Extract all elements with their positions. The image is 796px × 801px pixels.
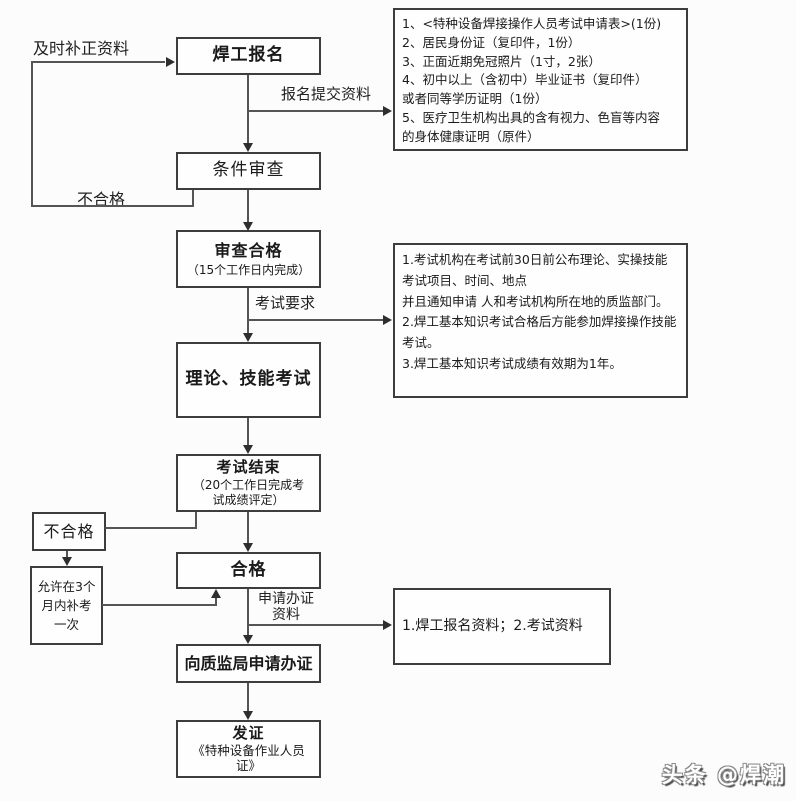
connector-reviewpass-to-note2 [248, 319, 383, 321]
arrowhead-into-condition [243, 143, 253, 152]
connector-examend-failbranch-v [195, 512, 197, 529]
connector-pass-to-apply [247, 589, 249, 637]
note-cert-materials: 1.焊工报名资料；2.考试资料 [393, 588, 611, 665]
box-exam-end: 考试结束 （20个工作日完成考 试成绩评定） [176, 454, 321, 512]
connector-exam-to-examend [247, 418, 249, 447]
arrowhead-into-pass [243, 543, 253, 552]
connector-left-feedback-vertical [31, 61, 33, 207]
connector-reviewpass-to-exam [247, 288, 249, 334]
connector-pass-to-note3 [248, 624, 383, 626]
arrowhead-into-register [166, 57, 175, 67]
box-theory-skill-exam: 理论、技能考试 [176, 342, 321, 418]
box-retake: 允许在3个 月内补考 一次 [30, 566, 103, 645]
box-exam-end-label: 考试结束 [216, 457, 281, 476]
box-theory-skill-exam-label: 理论、技能考试 [185, 369, 312, 390]
label-timely-correction: 及时补正资料 [33, 39, 130, 58]
arrowhead-into-retake [62, 557, 72, 566]
box-fail: 不合格 [32, 512, 106, 551]
connector-register-to-condition [247, 75, 249, 144]
box-issue-certificate: 发证 《特种设备作业人员 证》 [176, 720, 321, 778]
box-condition-review: 条件审查 [176, 152, 321, 190]
arrowhead-retake-up [211, 589, 221, 598]
arrowhead-into-note3 [383, 620, 392, 630]
note-exam-rules: 1.考试机构在考试前30日前公布理论、实操技能 考试项目、时间、地点 并且通知申… [393, 243, 688, 398]
connector-examend-to-pass [247, 512, 249, 544]
arrowhead-into-exam [243, 333, 253, 342]
arrowhead-into-apply [243, 635, 253, 644]
box-review-pass-subtitle: （15个工作日内完成） [186, 262, 311, 277]
box-welder-register-label: 焊工报名 [212, 45, 285, 66]
connector-register-to-note1 [248, 110, 383, 112]
connector-examend-failbranch-h [105, 527, 197, 529]
arrowhead-into-reviewpass [243, 222, 253, 231]
box-condition-review-label: 条件审查 [212, 160, 285, 181]
box-review-pass-label: 审查合格 [214, 240, 283, 260]
box-issue-certificate-subtitle: 《特种设备作业人员 证》 [192, 742, 305, 774]
label-apply-materials: 申请办证 资料 [258, 591, 314, 624]
box-review-pass: 审查合格 （15个工作日内完成） [176, 230, 321, 288]
watermark-toutiao-hanchao: 头条 @焊潮 [661, 763, 786, 787]
box-exam-end-subtitle: （20个工作日完成考 试成绩评定） [192, 478, 305, 508]
box-pass-label: 合格 [230, 559, 267, 580]
box-welder-register: 焊工报名 [176, 37, 321, 75]
connector-correction-to-register [31, 61, 165, 63]
box-pass: 合格 [176, 552, 321, 589]
connector-fail-to-retake [66, 551, 68, 559]
connector-failreview-horizontal [31, 205, 194, 207]
box-issue-certificate-label: 发证 [232, 724, 265, 742]
connector-retake-horizontal [102, 604, 217, 606]
connector-condition-to-reviewpass [247, 190, 249, 223]
connector-apply-to-issue [247, 683, 249, 713]
box-apply-certificate: 向质监局申请办证 [176, 644, 321, 683]
arrowhead-into-note1 [383, 106, 392, 116]
connector-condition-failbranch [192, 190, 194, 207]
label-fail-review: 不合格 [77, 190, 126, 209]
box-fail-label: 不合格 [43, 521, 95, 541]
box-apply-certificate-label: 向质监局申请办证 [184, 653, 313, 673]
connector-retake-vertical [215, 597, 217, 606]
arrowhead-into-issue [243, 711, 253, 720]
box-retake-label: 允许在3个 月内补考 一次 [37, 579, 96, 632]
arrowhead-into-note2 [383, 315, 392, 325]
label-submit-materials: 报名提交资料 [281, 85, 372, 103]
label-exam-requirements: 考试要求 [255, 294, 316, 312]
note-registration-materials: 1、<特种设备焊接操作人员考试申请表>(1份) 2、居民身份证（复印件，1份） … [393, 8, 688, 151]
arrowhead-into-examend [243, 445, 253, 454]
